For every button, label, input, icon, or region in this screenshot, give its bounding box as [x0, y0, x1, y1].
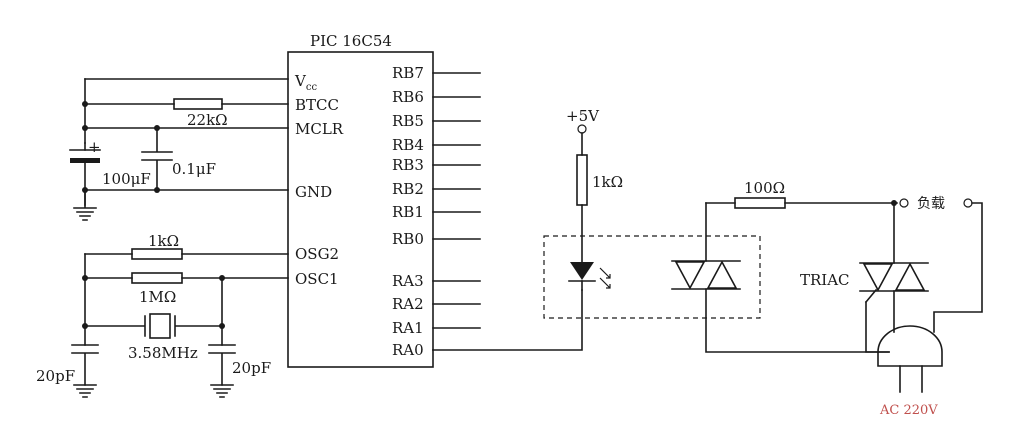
capacitor-osc-left [71, 344, 99, 386]
opto-triac-wire [705, 202, 890, 353]
pin-label-rb6: RB6 [392, 88, 424, 106]
electrolytic-plus-sign: + [88, 138, 101, 156]
r-led-label: 1kΩ [592, 173, 623, 191]
pin-label-ra2: RA2 [392, 295, 424, 313]
pin-label-ra1: RA1 [392, 319, 424, 337]
resistor-osc2 [131, 248, 183, 260]
pin-label-ra0: RA0 [392, 341, 424, 359]
pin-label-rb7: RB7 [392, 64, 424, 82]
pin-label-rb3: RB3 [392, 156, 424, 174]
load-return-wire [933, 202, 983, 333]
pin-label-mclr: MCLR [295, 120, 344, 138]
triac-gate-wire [865, 301, 890, 353]
pin-label-vcc-main: V [294, 72, 307, 90]
triac-label: TRIAC [800, 271, 850, 289]
load-terminal-right [963, 198, 973, 208]
junction-dot [154, 187, 160, 193]
pin-label-ra3: RA3 [392, 272, 424, 290]
resistor-rtcc [173, 98, 223, 110]
led-symbol [568, 262, 611, 291]
plug-icon [877, 325, 943, 393]
r-mclr-label: 22kΩ [187, 111, 228, 129]
ground-symbol [210, 384, 234, 398]
crystal-plates [144, 315, 176, 337]
load-terminal-left [899, 198, 909, 208]
supply-terminal [577, 124, 587, 134]
c-electrolytic-label: 100μF [102, 170, 151, 188]
resistor-osc1 [131, 272, 183, 284]
electrolytic-plate-bottom [70, 158, 100, 163]
ra0-drive-wire [432, 289, 583, 351]
pin-label-rb1: RB1 [392, 203, 424, 221]
pin-label-rb2: RB2 [392, 180, 424, 198]
mains-label: AC 220V [879, 403, 938, 418]
pin-label-vcc: Vcc [294, 72, 317, 93]
pin-label-rb4: RB4 [392, 136, 424, 154]
crystal-label: 3.58MHz [128, 344, 198, 362]
pin-label-osc2: OSG2 [295, 245, 339, 263]
r-gate-label: 100Ω [744, 179, 785, 197]
chip-title: PIC 16C54 [310, 32, 392, 50]
pin-label-rtcc: BTCC [295, 96, 339, 114]
crystal-body [149, 313, 171, 339]
load-label: 负载 [917, 196, 945, 212]
r-osc2-label: 1kΩ [148, 232, 179, 250]
opto-triac-symbol [671, 260, 741, 290]
pin-label-osc1: OSC1 [295, 270, 339, 288]
c-decoupling-label: 0.1μF [172, 160, 216, 178]
supply-label: +5V [566, 107, 600, 125]
c-osc-right-label: 20pF [232, 359, 271, 377]
ground-symbol [73, 189, 97, 221]
pin-label-vcc-sub: cc [306, 82, 318, 93]
c-osc-left-label: 20pF [36, 367, 75, 385]
pin-label-gnd: GND [295, 183, 332, 201]
pin-label-rb0: RB0 [392, 230, 424, 248]
resistor-gate [734, 197, 786, 209]
capacitor-decoupling [141, 127, 173, 191]
pin-label-rb5: RB5 [392, 112, 424, 130]
pic-chip-body [287, 51, 434, 368]
optocoupler-package [543, 235, 761, 319]
r-osc1-label: 1MΩ [139, 288, 176, 306]
resistor-led [576, 154, 588, 206]
capacitor-osc-right [208, 344, 236, 386]
ground-symbol [73, 384, 97, 398]
